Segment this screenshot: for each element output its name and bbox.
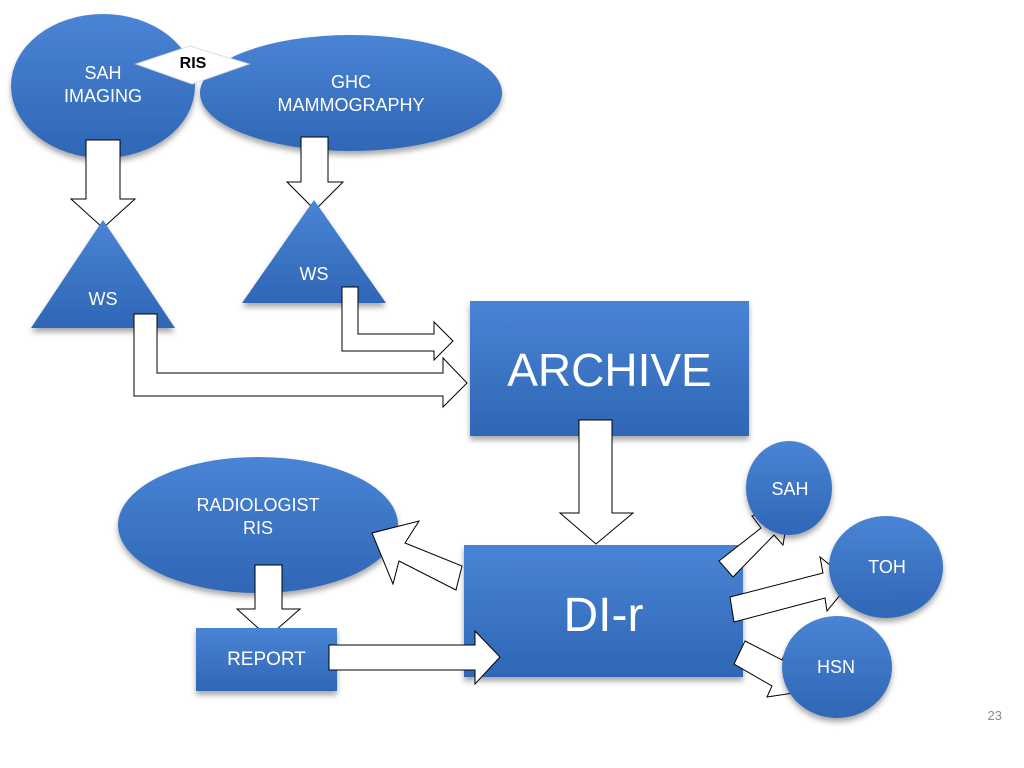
arrow-dir-to-radiologist [371, 520, 463, 591]
radiologist-ris-label: RADIOLOGIST RIS [196, 495, 320, 538]
page-number: 23 [987, 708, 1002, 723]
radiologist-ris-ellipse [118, 457, 398, 593]
hsn-label: HSN [816, 657, 855, 677]
ws-right-label: WS [299, 264, 329, 284]
arrow-dir-to-toh [729, 555, 852, 623]
sah-circle [746, 441, 832, 535]
ghc-mammography-label: GHC MAMMOGRAPHY [277, 72, 425, 115]
sah-label: SAH [771, 479, 809, 499]
sah-imaging-label: SAH IMAGING [63, 63, 142, 106]
archive-label: ARCHIVE [507, 344, 712, 396]
toh-circle [829, 516, 943, 618]
report-box [196, 628, 337, 691]
arrow-ws-left-to-archive [133, 313, 468, 409]
ws-right-triangle [242, 200, 386, 303]
hsn-circle [782, 616, 892, 718]
ws-left-label: WS [88, 289, 118, 309]
arrow-report-to-dir [328, 629, 501, 686]
ris-tag-label: RIS [179, 55, 207, 72]
arrow-ws-right-to-archive [341, 286, 454, 362]
sah-imaging-ellipse [11, 14, 195, 158]
ris-tag-diamond [134, 45, 251, 85]
arrow-ghc-to-ws [285, 136, 345, 211]
dir-box [464, 545, 743, 677]
ghc-mammography-ellipse [200, 35, 502, 151]
report-label: REPORT [227, 649, 306, 670]
toh-label: TOH [868, 557, 906, 577]
ws-left-triangle [31, 220, 175, 328]
arrow-sah-to-ws [69, 139, 137, 229]
arrow-radiologist-to-report [235, 564, 302, 638]
archive-box [470, 301, 749, 436]
arrow-archive-to-dir [558, 419, 635, 545]
dir-label: DI-r [563, 589, 644, 642]
